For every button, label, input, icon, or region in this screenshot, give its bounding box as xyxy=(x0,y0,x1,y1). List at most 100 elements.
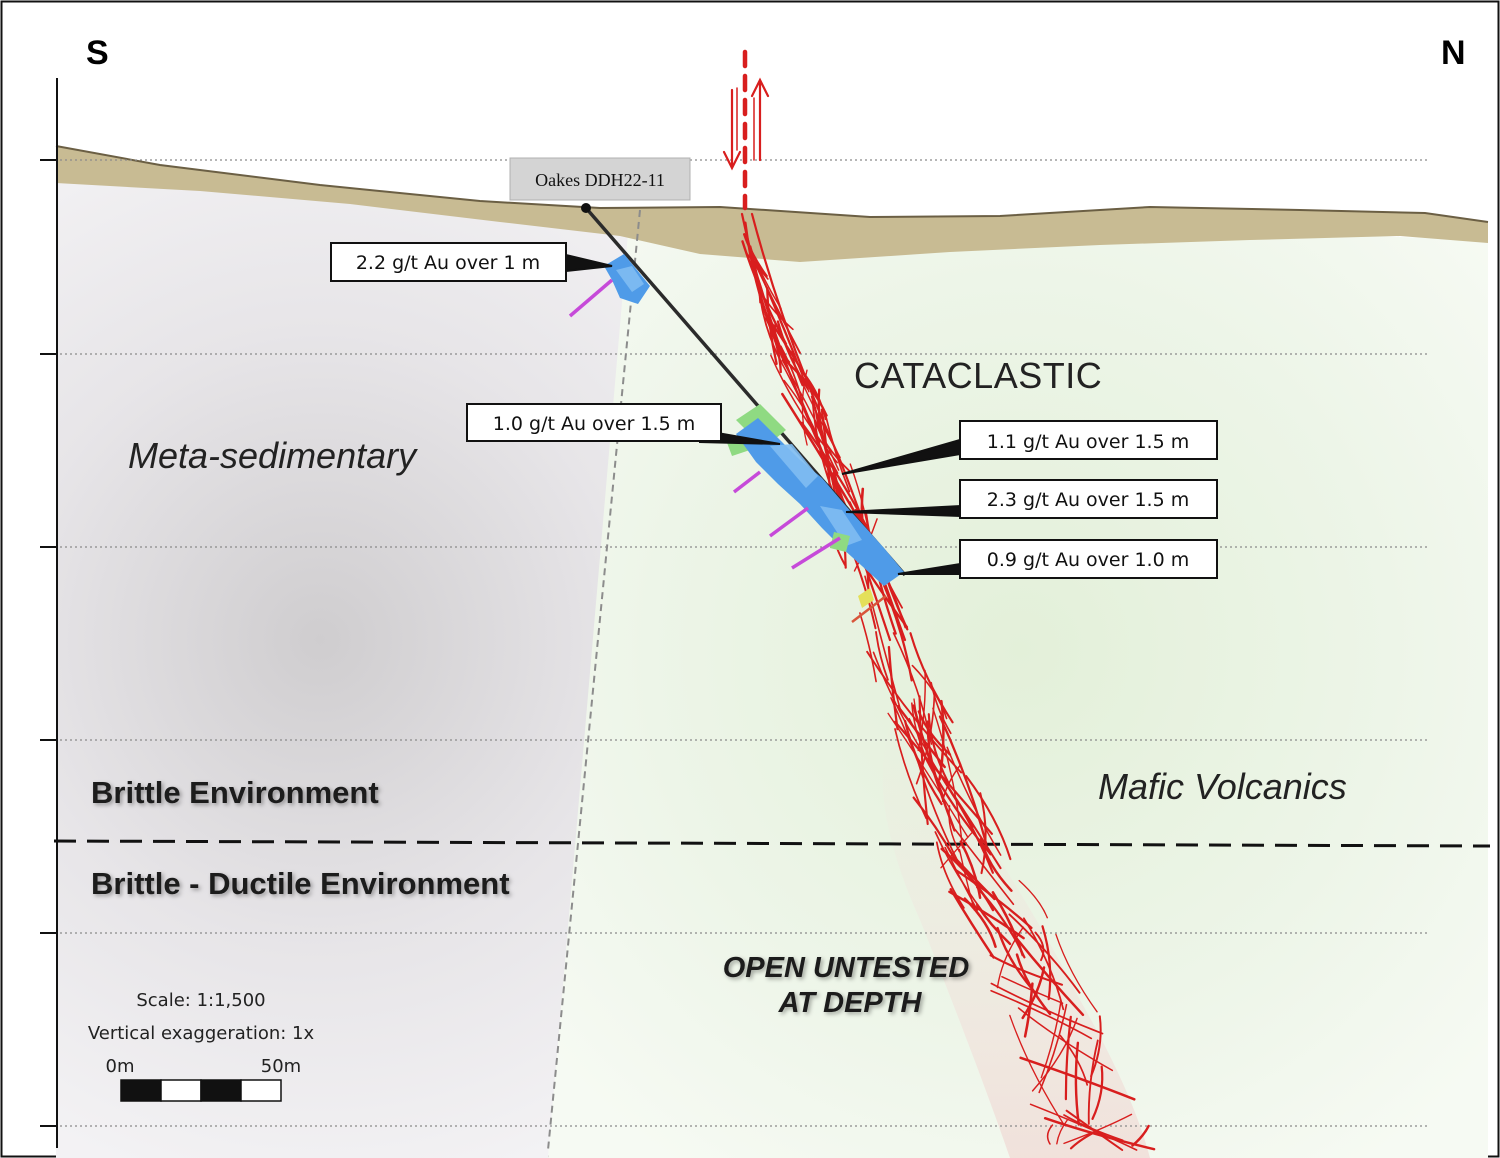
fault-strand xyxy=(875,630,889,681)
drill-hole-name: Oakes DDH22-11 xyxy=(535,170,665,190)
fault-strand xyxy=(1014,936,1085,1017)
fault-strand xyxy=(1034,931,1045,962)
meta-sedimentary-unit xyxy=(56,180,640,1158)
fault-strand xyxy=(859,612,877,683)
fault-strand xyxy=(989,954,1064,986)
zone-label-mafic-volcanics: Mafic Volcanics xyxy=(1098,766,1347,807)
fault-strand xyxy=(1008,913,1081,994)
callout-1-0-g-t: 1.0 g/t Au over 1.5 m xyxy=(466,403,722,442)
fault-strand xyxy=(892,632,933,745)
fault-strand xyxy=(1017,1007,1114,1072)
drill-collar xyxy=(581,203,591,213)
fault-strand xyxy=(1009,1014,1066,1127)
fault-strand xyxy=(935,841,965,909)
compass-south: S xyxy=(86,34,109,72)
fault-strand xyxy=(1029,1103,1138,1151)
fault-strand xyxy=(953,794,1002,870)
fault-strand xyxy=(946,746,1002,856)
overburden-layer xyxy=(56,146,1488,262)
zone-label-meta-sedimentary: Meta-sedimentary xyxy=(128,435,418,476)
callout-label: 2.3 g/t Au over 1.5 m xyxy=(987,489,1189,511)
vertical-exaggeration: Vertical exaggeration: 1x xyxy=(88,1023,315,1044)
fault-strand xyxy=(1065,1109,1124,1151)
fault-strand xyxy=(770,322,821,402)
fault-strand xyxy=(866,650,963,774)
fault-strand xyxy=(959,840,982,900)
alteration-tick xyxy=(732,470,762,494)
environment-label-brittle: Brittle Environment xyxy=(91,775,379,810)
callout-0-9-g-t: 0.9 g/t Au over 1.0 m xyxy=(959,539,1218,579)
ground-surface xyxy=(55,145,1489,223)
scale-block: Scale: 1:1,500 Vertical exaggeration: 1x… xyxy=(88,990,315,1102)
fault-movement-arrows xyxy=(722,77,770,171)
fault-strand xyxy=(979,837,1013,892)
axis-ticks xyxy=(40,159,57,1127)
fault-strand xyxy=(934,831,984,913)
fault-strand xyxy=(745,251,769,280)
open-at-depth-line1: OPEN UNTESTED xyxy=(723,952,970,984)
fault-strand xyxy=(814,406,839,475)
fault-strand xyxy=(1019,1056,1136,1101)
scale-ratio: Scale: 1:1,500 xyxy=(136,990,265,1011)
fault-strand xyxy=(1074,1041,1081,1126)
fault-strand xyxy=(927,713,951,786)
fault-strand xyxy=(1090,1015,1102,1078)
callout-label: 0.9 g/t Au over 1.0 m xyxy=(987,549,1189,571)
fault-strand xyxy=(893,720,994,835)
fault-strand xyxy=(1015,953,1052,1016)
fault-zone xyxy=(722,49,1156,1151)
fault-strand xyxy=(770,354,838,464)
fault-strand xyxy=(1018,879,1048,919)
callout-2-2-g-t: 2.2 g/t Au over 1 m xyxy=(330,242,567,282)
fault-strand xyxy=(1064,1015,1072,1101)
callout-2-3-g-t: 2.3 g/t Au over 1.5 m xyxy=(959,479,1218,519)
fault-strand xyxy=(990,989,1093,1040)
fault-strand xyxy=(887,645,899,731)
alteration-tick xyxy=(768,506,810,538)
fault-strand xyxy=(1063,1113,1133,1145)
fault-strand xyxy=(1041,925,1052,1001)
fault-strand xyxy=(948,805,961,853)
assay-interval-lower xyxy=(736,418,904,586)
callout-label: 1.0 g/t Au over 1.5 m xyxy=(493,413,695,435)
fault-strand xyxy=(1056,1118,1069,1145)
up-arrow-icon xyxy=(750,77,770,162)
fault-strand xyxy=(991,891,1024,957)
assay-callouts: 2.2 g/t Au over 1 m 1.0 g/t Au over 1.5 … xyxy=(330,242,1218,579)
fault-strand xyxy=(979,792,987,875)
fault-strand xyxy=(965,775,1012,861)
open-at-depth-line2: AT DEPTH xyxy=(778,987,923,1019)
down-arrow-icon xyxy=(722,88,742,171)
fault-strand xyxy=(908,717,975,828)
fault-strand xyxy=(1021,966,1046,1020)
fault-strand xyxy=(948,890,1025,940)
fault-main-strand xyxy=(740,212,892,642)
fault-strand xyxy=(824,413,851,493)
fault-strand xyxy=(1091,1065,1104,1121)
fault-strand xyxy=(938,715,988,846)
fault-strand xyxy=(872,651,929,761)
fault-strand xyxy=(913,698,924,741)
fault-strand xyxy=(894,728,928,820)
environment-label-brittle-ductile: Brittle - Ductile Environment xyxy=(91,866,510,901)
fault-strand xyxy=(915,755,960,864)
scale-end-label: 50m xyxy=(261,1056,301,1077)
fault-strand xyxy=(1038,1003,1068,1094)
drill-hole-label: Oakes DDH22-11 xyxy=(509,157,691,201)
callout-label: 2.2 g/t Au over 1 m xyxy=(356,252,540,274)
environment-boundary xyxy=(53,839,1491,848)
fault-strand xyxy=(766,286,778,366)
fault-strand xyxy=(1046,1124,1054,1145)
fault-strand xyxy=(912,796,956,859)
fault-strand xyxy=(996,926,1024,989)
fault-strand xyxy=(1043,1116,1156,1151)
callout-label: 1.1 g/t Au over 1.5 m xyxy=(987,431,1189,453)
fault-strand xyxy=(990,982,1104,1035)
fault-strand xyxy=(1055,933,1098,1013)
fault-strand xyxy=(779,345,803,399)
fault-strand xyxy=(909,632,954,724)
callout-1-1-g-t: 1.1 g/t Au over 1.5 m xyxy=(959,420,1218,460)
fault-strands xyxy=(740,212,1156,1151)
compass-north: N xyxy=(1441,34,1466,72)
